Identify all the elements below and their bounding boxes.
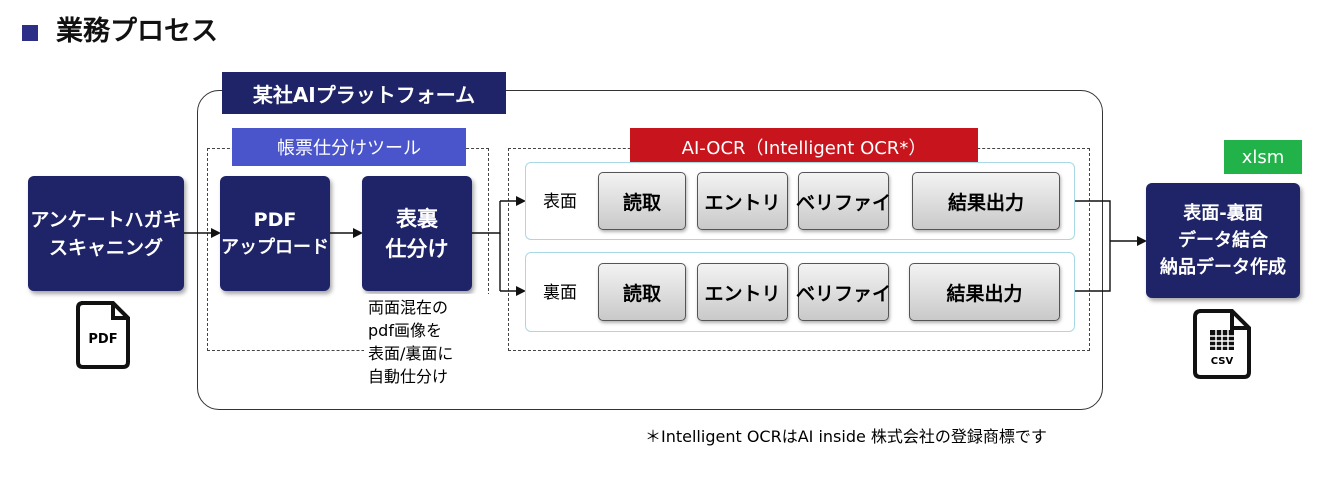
- pdf-file-icon: PDF: [75, 300, 131, 370]
- title-square-icon: [22, 25, 38, 41]
- front-verify-step: ベリファイ: [796, 172, 891, 230]
- front-output-step: 結果出力: [912, 172, 1060, 230]
- scan-line2: スキャニング: [48, 236, 163, 259]
- sort-note: 両面混在の pdf画像を 表面/裏面に 自動仕分け: [364, 294, 494, 390]
- front-read-step: 読取: [598, 172, 686, 230]
- merge-step-box: 表面-裏面データ結合納品データ作成: [1146, 183, 1300, 298]
- merge-line1: 表面-裏面: [1183, 203, 1263, 224]
- front-side-label: 表面: [543, 192, 577, 212]
- front-entry-step: エントリ: [697, 172, 788, 230]
- tool-label: 帳票仕分けツール: [232, 128, 466, 166]
- back-entry-step: エントリ: [697, 263, 788, 321]
- back-output-step: 結果出力: [909, 263, 1060, 321]
- pdf-upload-line1: PDF: [253, 208, 297, 231]
- merge-line3: 納品データ作成: [1160, 257, 1286, 278]
- csv-file-icon: CSV: [1192, 308, 1252, 380]
- footnote: ＊Intelligent OCRはAI inside 株式会社の登録商標です: [645, 427, 1047, 446]
- back-verify-step: ベリファイ: [796, 263, 891, 321]
- back-side-label: 裏面: [543, 283, 577, 303]
- csv-icon-label: CSV: [1210, 356, 1234, 367]
- page-title: 業務プロセス: [56, 16, 218, 47]
- platform-container: [197, 90, 1103, 410]
- pdf-upload-line2: アップロード: [221, 236, 329, 258]
- sort-line2: 仕分け: [385, 236, 449, 261]
- back-read-step: 読取: [598, 263, 686, 321]
- scan-line1: アンケートハガキ: [30, 208, 182, 231]
- pdf-upload-step-box: PDF アップロード: [220, 176, 330, 291]
- branch-line: [472, 201, 501, 234]
- merge-line: [1075, 200, 1111, 292]
- sort-step-box: 表裏仕分け: [362, 176, 472, 291]
- platform-label: 某社AIプラットフォーム: [222, 72, 506, 114]
- ocr-label: AI-OCR（Intelligent OCR*）: [630, 128, 978, 166]
- xlsm-badge: xlsm: [1224, 140, 1302, 174]
- pdf-icon-label: PDF: [88, 332, 118, 347]
- sort-line1: 表裏: [396, 206, 438, 231]
- merge-line2: データ結合: [1178, 230, 1268, 251]
- scan-step-box: アンケートハガキスキャニング: [28, 176, 184, 291]
